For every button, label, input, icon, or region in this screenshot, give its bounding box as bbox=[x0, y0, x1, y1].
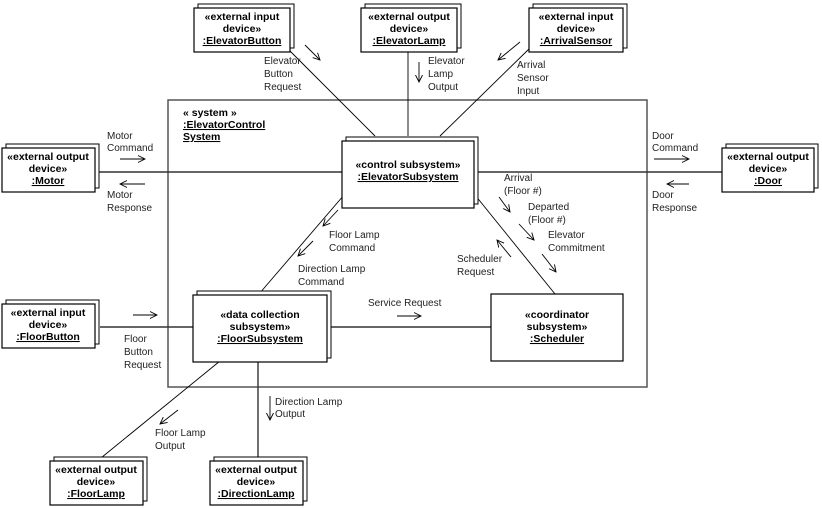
label-elevator-button-request: Elevator Button Request bbox=[264, 56, 303, 93]
object-floor-button[interactable]: «external input device» :FloorButton bbox=[1, 299, 100, 349]
object-arrival-sensor[interactable]: «external input device» :ArrivalSensor bbox=[528, 3, 628, 53]
object-name: :Door bbox=[754, 175, 782, 187]
stereotype-line1: «data collection bbox=[220, 309, 299, 321]
object-name: :ElevatorLamp bbox=[373, 35, 446, 47]
arrow-scheduler-request bbox=[497, 240, 512, 258]
object-elevator-lamp[interactable]: «external output device» :ElevatorLamp bbox=[360, 3, 462, 53]
object-floor-subsystem[interactable]: «data collection subsystem» :FloorSubsys… bbox=[192, 290, 332, 363]
stereotype-line1: «external output bbox=[368, 11, 450, 23]
object-scheduler[interactable]: «coordinator subsystem» :Scheduler bbox=[490, 293, 624, 362]
arrow-elevator-button-request bbox=[304, 44, 320, 60]
stereotype-line1: «external output bbox=[7, 151, 89, 163]
object-name: :ElevatorButton bbox=[203, 35, 282, 47]
stereotype-line1: «external input bbox=[539, 11, 614, 23]
arrow-direction-lamp-command bbox=[298, 240, 314, 256]
arrow-elevator-commitment bbox=[541, 253, 556, 272]
link-arrivalsensor bbox=[439, 47, 531, 137]
label-arrival-sensor-input: Arrival Sensor Input bbox=[517, 60, 551, 97]
stereotype-line2: subsystem» bbox=[527, 321, 588, 333]
stereotype-line2: device» bbox=[29, 163, 68, 175]
object-name: :Scheduler bbox=[530, 333, 584, 345]
object-elevator-button[interactable]: «external input device» :ElevatorButton bbox=[193, 3, 295, 53]
stereotype-line2: device» bbox=[77, 476, 116, 488]
object-name: :FloorSubsystem bbox=[217, 333, 303, 345]
stereotype-line1: «external output bbox=[727, 151, 809, 163]
label-motor-response: Motor Response bbox=[107, 190, 152, 214]
message-arrows bbox=[120, 41, 689, 424]
stereotype-line2: device» bbox=[749, 163, 788, 175]
stereotype-line1: «control subsystem» bbox=[355, 159, 460, 171]
label-motor-command: Motor Command bbox=[107, 131, 153, 154]
arrow-arrival bbox=[498, 196, 510, 212]
object-name: :ArrivalSensor bbox=[540, 35, 612, 47]
link-elevator-floor bbox=[258, 194, 345, 295]
arrow-departed bbox=[518, 223, 534, 240]
stereotype-line2: device» bbox=[223, 23, 262, 35]
label-direction-lamp-command: Direction Lamp Command bbox=[298, 264, 368, 288]
label-scheduler-request: Scheduler Request bbox=[457, 254, 505, 278]
label-arrival: Arrival (Floor #) bbox=[504, 173, 542, 197]
system-boundary bbox=[167, 99, 648, 388]
system-stereotype: « system » bbox=[183, 107, 237, 119]
object-motor[interactable]: «external output device» :Motor bbox=[1, 143, 100, 193]
object-name: :FloorLamp bbox=[67, 488, 125, 500]
stereotype-line2: device» bbox=[557, 23, 596, 35]
message-labels: Elevator Button Request Elevator Lamp Ou… bbox=[107, 56, 698, 452]
object-name: :DirectionLamp bbox=[217, 488, 294, 500]
system-name-line1: :ElevatorControl bbox=[183, 119, 265, 131]
system-name-line2: System bbox=[183, 131, 220, 143]
object-name: :Motor bbox=[32, 175, 65, 187]
label-door-response: Door Response bbox=[652, 190, 697, 214]
label-elevator-lamp-output: Elevator Lamp Output bbox=[428, 56, 467, 93]
label-floor-lamp-command: Floor Lamp Command bbox=[329, 230, 382, 254]
stereotype-line2: subsystem» bbox=[230, 321, 291, 333]
label-door-command: Door Command bbox=[652, 131, 698, 154]
label-floor-lamp-output: Floor Lamp Output bbox=[155, 428, 208, 452]
arrow-arrival-sensor-input bbox=[498, 41, 521, 60]
stereotype-line2: device» bbox=[390, 23, 429, 35]
arrow-floor-lamp-output bbox=[160, 409, 179, 424]
stereotype-line2: device» bbox=[237, 476, 276, 488]
link-floorlamp bbox=[95, 360, 221, 463]
links bbox=[95, 47, 723, 463]
stereotype-line1: «external output bbox=[55, 464, 137, 476]
label-direction-lamp-output: Direction Lamp Output bbox=[275, 397, 345, 420]
link-elevator-scheduler bbox=[474, 194, 556, 295]
object-door[interactable]: «external output device» :Door bbox=[721, 143, 819, 193]
stereotype-line1: «external input bbox=[11, 307, 86, 319]
stereotype-line1: «external output bbox=[215, 464, 297, 476]
stereotype-line2: device» bbox=[29, 319, 68, 331]
object-elevator-subsystem[interactable]: «control subsystem» :ElevatorSubsystem bbox=[341, 136, 479, 209]
stereotype-line1: «external input bbox=[205, 11, 280, 23]
stereotype-line1: «coordinator bbox=[525, 309, 589, 321]
arrow-floor-lamp-command bbox=[323, 209, 339, 226]
label-departed: Departed (Floor #) bbox=[528, 202, 572, 226]
label-elevator-commitment: Elevator Commitment bbox=[548, 230, 605, 254]
label-floor-button-request: Floor Button Request bbox=[124, 334, 161, 371]
object-name: :FloorButton bbox=[16, 331, 80, 343]
link-elevatorbutton bbox=[286, 47, 376, 137]
object-direction-lamp[interactable]: «external output device» :DirectionLamp bbox=[209, 456, 308, 506]
object-floor-lamp[interactable]: «external output device» :FloorLamp bbox=[49, 456, 148, 506]
object-name: :ElevatorSubsystem bbox=[358, 171, 459, 183]
label-service-request: Service Request bbox=[368, 298, 442, 309]
